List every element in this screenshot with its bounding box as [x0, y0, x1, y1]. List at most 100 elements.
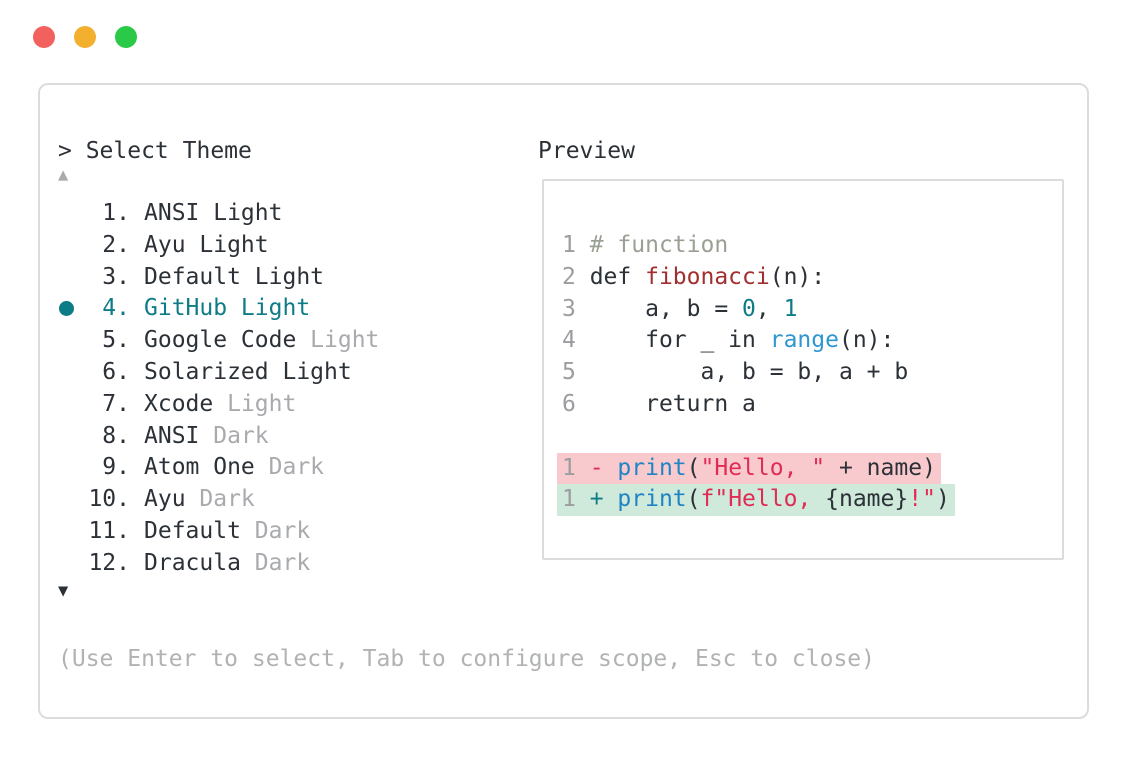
- code-line-content: 5 a, b = b, a + b: [557, 357, 913, 389]
- theme-option-label: Default Dark: [144, 518, 310, 544]
- code-line-5: 5 a, b = b, a + b: [562, 357, 955, 389]
- code-token: return a: [589, 390, 756, 417]
- code-line-3: 3 a, b = 0, 1: [562, 294, 955, 326]
- code-token: 4: [562, 327, 590, 354]
- theme-option-number: 12.: [88, 549, 130, 576]
- code-line-6: 6 return a: [562, 389, 955, 421]
- code-token: 0: [742, 295, 756, 322]
- code-token: Light: [227, 390, 297, 417]
- theme-option-label: Dracula Dark: [144, 550, 310, 576]
- code-token: for _ in: [589, 327, 770, 354]
- code-line-1: 1 # function: [562, 230, 955, 262]
- code-token: ,: [755, 295, 784, 322]
- code-token: range: [769, 327, 839, 354]
- select-theme-prompt: > Select Theme: [58, 138, 252, 164]
- code-token: def: [589, 263, 646, 290]
- code-token: a, b =: [589, 295, 743, 322]
- theme-option-8[interactable]: 8. ANSI Dark: [58, 421, 379, 453]
- code-token: -: [589, 454, 618, 481]
- theme-option-label: Ayu Dark: [144, 486, 255, 512]
- theme-option-label: ANSI Light: [144, 200, 282, 226]
- code-token: a, b = b, a + b: [589, 359, 909, 386]
- minimize-button[interactable]: [74, 26, 96, 48]
- code-token: (n):: [769, 263, 826, 290]
- code-line-content: 4 for _ in range(n):: [557, 325, 899, 357]
- code-token: (: [686, 454, 701, 481]
- theme-option-label: Solarized Light: [144, 359, 352, 385]
- code-token: ANSI Light: [144, 200, 283, 226]
- code-token: print: [617, 454, 687, 481]
- code-line-content: 1 # function: [557, 230, 733, 262]
- code-token: f"Hello,: [700, 486, 826, 513]
- theme-option-10[interactable]: 10. Ayu Dark: [58, 484, 379, 516]
- code-token: 5: [562, 359, 590, 386]
- window-controls: [33, 26, 156, 48]
- code-token: Dark: [199, 486, 255, 513]
- code-token: Dark: [268, 454, 325, 481]
- selected-indicator-icon: [59, 301, 74, 317]
- theme-option-5[interactable]: 5. Google Code Light: [58, 325, 379, 357]
- diff-line-removed: 1 - print("Hello, " + name): [557, 452, 955, 485]
- help-text: (Use Enter to select, Tab to configure s…: [58, 646, 875, 672]
- theme-option-number: 2.: [102, 231, 130, 258]
- code-token: Dark: [254, 517, 311, 544]
- code-line-content: 1 + print(f"Hello, {name}!"): [557, 484, 955, 517]
- theme-option-4[interactable]: 4.GitHub Light: [58, 293, 379, 325]
- theme-option-label: ANSI Dark: [144, 423, 269, 449]
- code-token: Dark: [213, 422, 269, 449]
- theme-option-label: Xcode Light: [144, 391, 296, 417]
- theme-option-number: 1.: [102, 200, 130, 226]
- code-token: (: [686, 486, 701, 513]
- code-token: 1: [562, 232, 590, 258]
- code-line-content: 6 return a: [557, 389, 761, 421]
- theme-option-number: 9.: [102, 454, 130, 481]
- code-token: "Hello, ": [700, 454, 826, 481]
- code-token: 2: [562, 263, 590, 290]
- zoom-button[interactable]: [115, 26, 137, 48]
- theme-option-11[interactable]: 11.Default Dark: [58, 516, 379, 548]
- code-token: Solarized Light: [144, 358, 352, 385]
- theme-option-label: Google Code Light: [144, 327, 379, 353]
- code-token: # function: [589, 232, 729, 258]
- code-token: {name}: [825, 486, 909, 513]
- close-button[interactable]: [33, 26, 55, 48]
- theme-option-1[interactable]: 1. ANSI Light: [58, 198, 379, 230]
- theme-option-7[interactable]: 7. Xcode Light: [58, 389, 379, 421]
- code-token: Google Code: [144, 327, 311, 354]
- code-token: + name): [825, 454, 936, 481]
- theme-option-label: Default Light: [144, 264, 324, 290]
- theme-option-2[interactable]: 2. Ayu Light: [58, 230, 379, 262]
- code-token: ANSI: [144, 422, 214, 449]
- code-line-content: 2 def fibonacci(n):: [557, 262, 830, 294]
- code-token: Dracula: [144, 549, 255, 576]
- theme-option-9[interactable]: 9. Atom One Dark: [58, 452, 379, 484]
- code-token: Xcode: [144, 390, 228, 417]
- code-token: Default Light: [144, 263, 325, 290]
- code-token: Ayu: [144, 486, 200, 513]
- code-token: 1: [562, 454, 590, 481]
- theme-option-number: 7.: [102, 390, 130, 417]
- theme-option-number: 8.: [102, 422, 130, 449]
- theme-option-label: GitHub Light: [144, 295, 310, 321]
- theme-option-number: 5.: [102, 327, 130, 354]
- theme-option-number: 6.: [102, 358, 130, 385]
- code-token: 6: [562, 390, 590, 417]
- theme-option-3[interactable]: 3.Default Light: [58, 262, 379, 294]
- code-line-content: 3 a, b = 0, 1: [557, 294, 802, 326]
- code-token: 1: [783, 295, 798, 322]
- diff-line-added: 1 + print(f"Hello, {name}!"): [557, 484, 955, 517]
- scroll-down-icon[interactable]: ▼: [58, 581, 69, 601]
- theme-option-6[interactable]: 6. Solarized Light: [58, 357, 379, 389]
- code-token: (n):: [838, 327, 895, 354]
- theme-option-number: 10.: [88, 486, 130, 513]
- code-token: 1: [562, 486, 590, 513]
- theme-option-12[interactable]: 12. Dracula Dark: [58, 548, 379, 580]
- code-token: Atom One: [144, 454, 269, 481]
- code-token: Ayu Light: [144, 231, 269, 258]
- code-token: ): [935, 486, 950, 513]
- scroll-up-icon[interactable]: ▲: [58, 165, 69, 185]
